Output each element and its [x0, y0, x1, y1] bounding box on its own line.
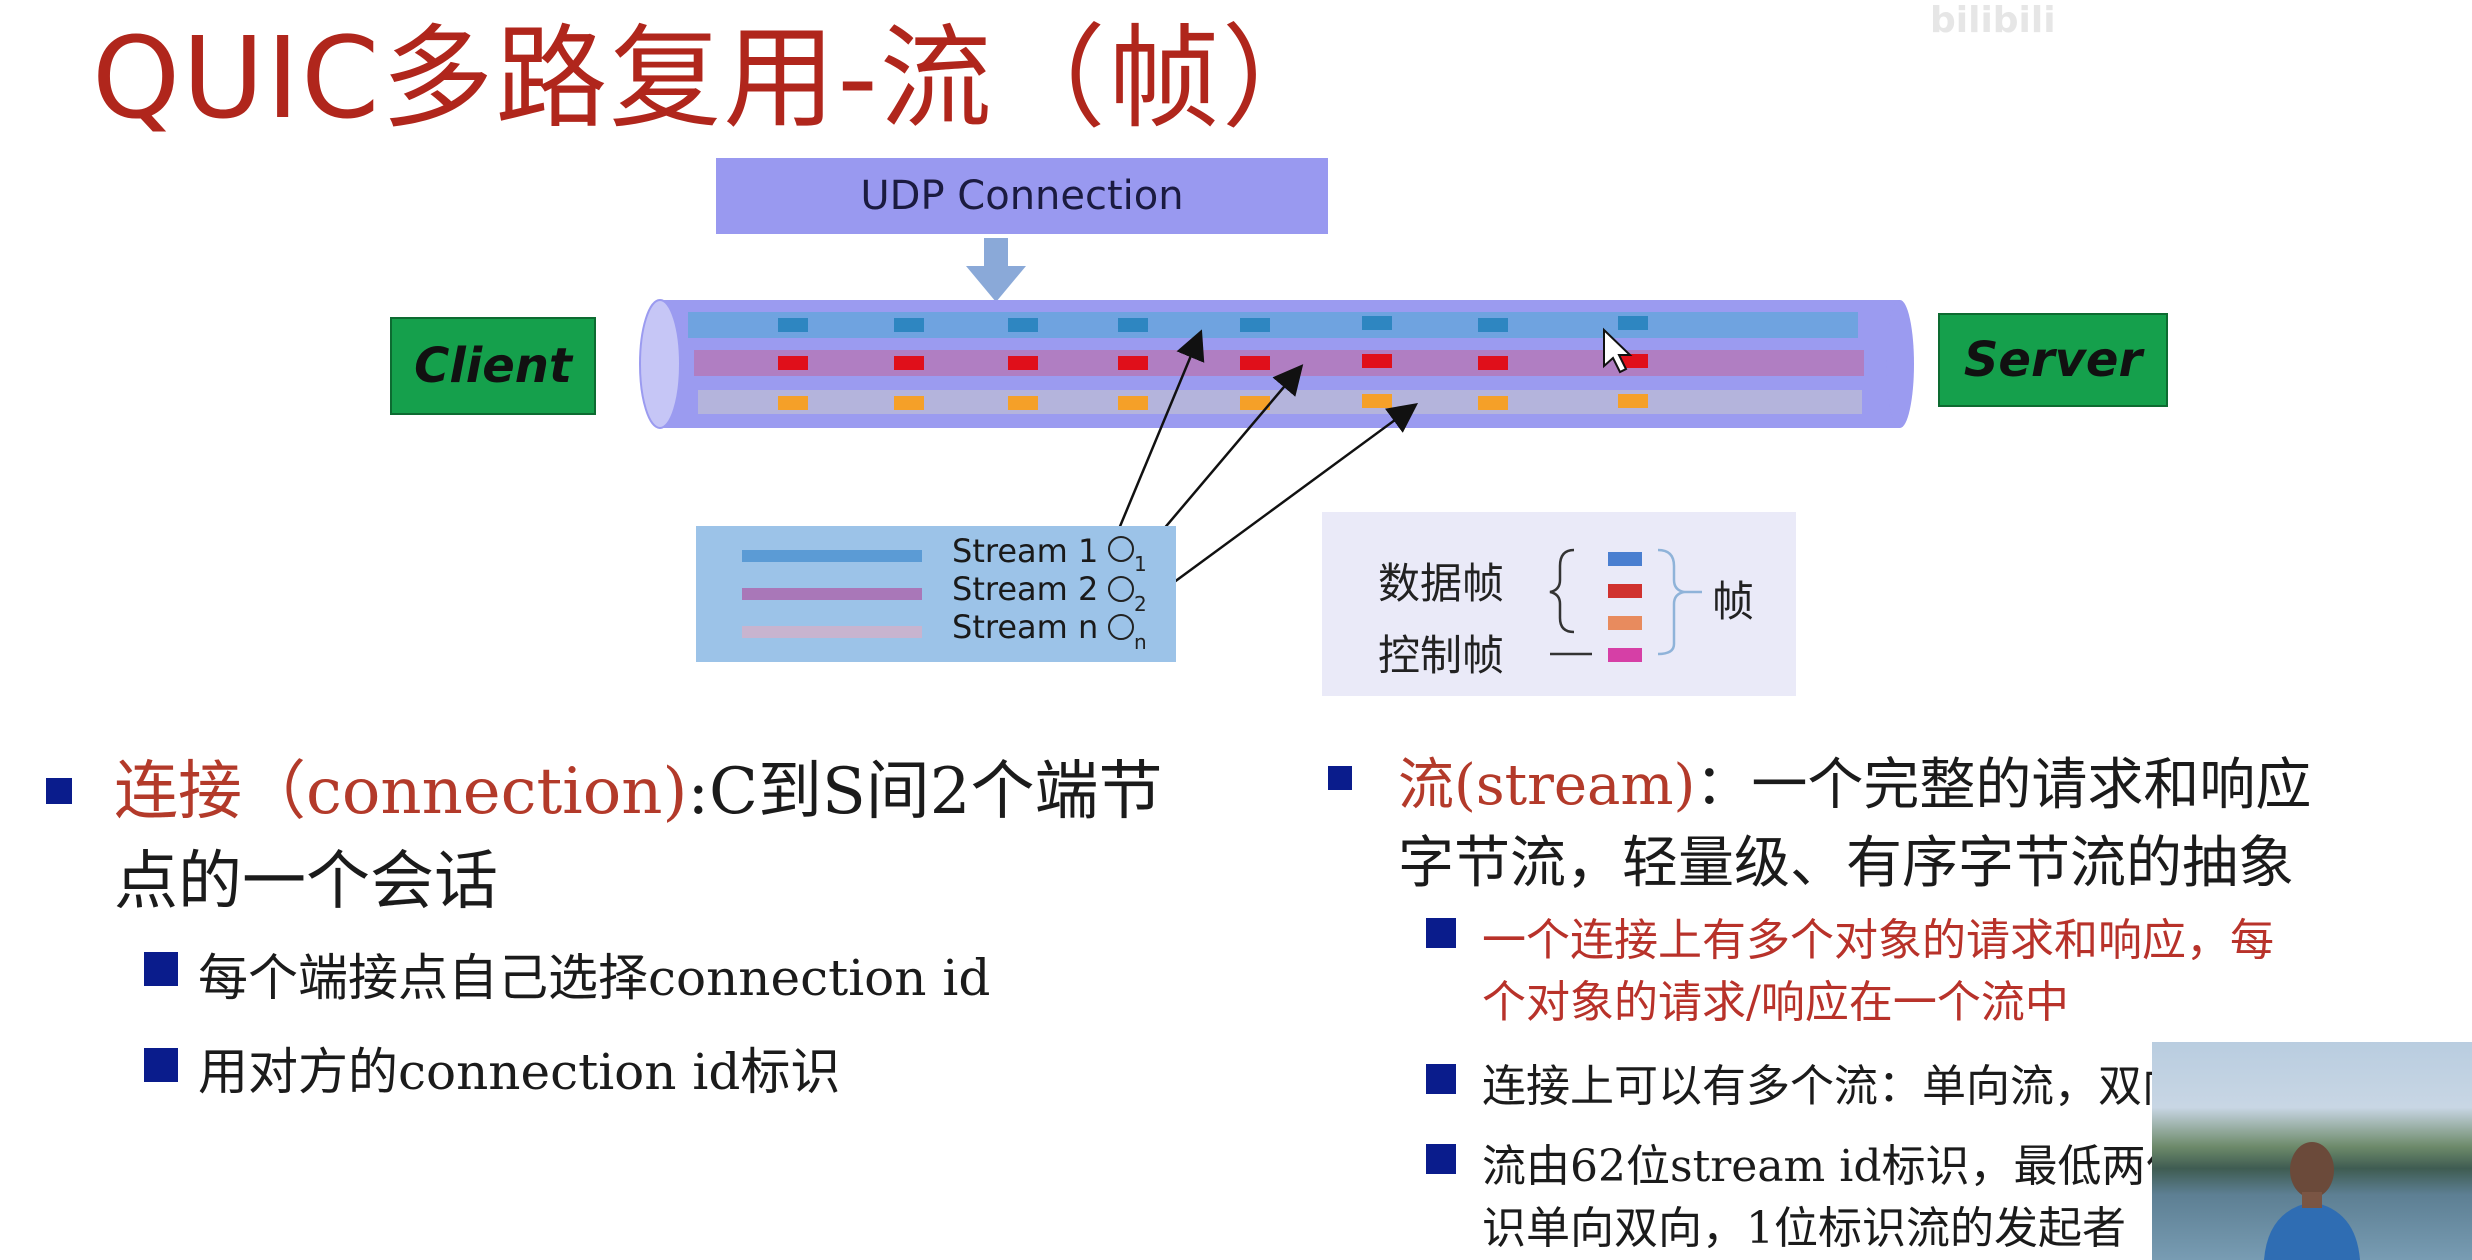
stream-n-subscript: n [1134, 630, 1147, 654]
connection-heading-line2: 点的一个会话 [114, 845, 498, 919]
stream-heading: 流(stream)：一个完整的请求和响应 [1398, 740, 2311, 821]
pipe-lane-stream-n [698, 390, 1862, 414]
frame-swatch-orange [1608, 616, 1642, 630]
stream-1-line [742, 550, 922, 562]
frame-swatch-pink [1608, 648, 1642, 662]
stream-item-1-line1: 一个连接上有多个对象的请求和响应，每 [1482, 915, 2274, 966]
connection-heading: 连接（connection):C到S间2个端节 [114, 740, 1163, 832]
control-frame-label: 控制帧 [1378, 631, 1505, 680]
udp-connection-label: UDP Connection [860, 173, 1184, 219]
right-sub-bullet-icon [1426, 1064, 1456, 1094]
stream-1-endpoint-icon [1108, 536, 1134, 562]
frame-group-label: 帧 [1712, 577, 1755, 626]
stream-2-label: Stream 2 [952, 570, 1099, 608]
pipe-lane-stream-2 [694, 350, 1864, 376]
udp-connection-box: UDP Connection [716, 158, 1328, 234]
stream-1-label: Stream 1 [952, 532, 1099, 570]
stream-heading-line2: 字节流，轻量级、有序字节流的抽象 [1398, 831, 2294, 896]
frame-swatch-red [1608, 584, 1642, 598]
client-label: Client [414, 338, 572, 394]
stream-item-3-line2: 识单向双向，1位标识流的发起者 [1482, 1203, 2126, 1254]
connection-item-2: 用对方的connection id标识 [198, 1043, 841, 1101]
right-bullet-icon [1328, 766, 1352, 790]
server-box: Server [1938, 313, 2168, 407]
client-box: Client [390, 317, 596, 415]
frame-legend: 数据帧 控制帧 帧 [1322, 512, 1796, 696]
pipe-blocks-stream-n [778, 394, 1648, 410]
presenter-figure [2264, 1142, 2360, 1260]
webcam-overlay [2152, 1042, 2472, 1260]
right-sub-bullet-icon [1426, 1144, 1456, 1174]
stream-n-label: Stream n [952, 608, 1099, 646]
pipe-blocks-stream-2 [778, 354, 1648, 370]
frame-swatch-blue [1608, 552, 1642, 566]
frame-brackets [1549, 548, 1702, 656]
connection-heading-rest: :C到S间2个端节 [687, 755, 1163, 829]
stream-heading-rest: ：一个完整的请求和响应 [1695, 753, 2312, 818]
left-sub-bullet-icon [144, 952, 178, 986]
server-label: Server [1963, 332, 2143, 388]
connection-heading-term: 连接（connection) [114, 755, 688, 829]
left-sub-bullet-icon [144, 1048, 178, 1082]
stream-2-line [742, 588, 922, 600]
stream-n-line [742, 626, 922, 638]
watermark-logo: bilibili [1930, 0, 2056, 36]
left-bullet-icon [46, 778, 72, 804]
right-sub-bullet-icon [1426, 918, 1456, 948]
stream-n-endpoint-icon [1108, 614, 1134, 640]
stream-item-1-line2: 个对象的请求/响应在一个流中 [1482, 977, 2069, 1028]
stream-heading-term: 流(stream) [1398, 753, 1696, 818]
pipe-blocks-stream-1 [778, 316, 1648, 332]
stream-item-2: 连接上可以有多个流：单向流，双向流 [1482, 1061, 2230, 1112]
stream-2-endpoint-icon [1108, 576, 1134, 602]
connection-item-1: 每个端接点自己选择connection id [198, 949, 991, 1007]
pipe-lane-stream-1 [688, 312, 1858, 338]
udp-down-arrow [966, 238, 1026, 302]
stream-2-subscript: 2 [1134, 592, 1147, 616]
data-frame-label: 数据帧 [1378, 559, 1505, 608]
slide-title: QUIC多路复用-流（帧） [92, 14, 1336, 144]
stream-1-subscript: 1 [1134, 552, 1147, 576]
mouse-cursor-icon [1603, 327, 1633, 374]
stream-legend: Stream 1 Stream 2 Stream n 1 2 n [696, 526, 1176, 662]
